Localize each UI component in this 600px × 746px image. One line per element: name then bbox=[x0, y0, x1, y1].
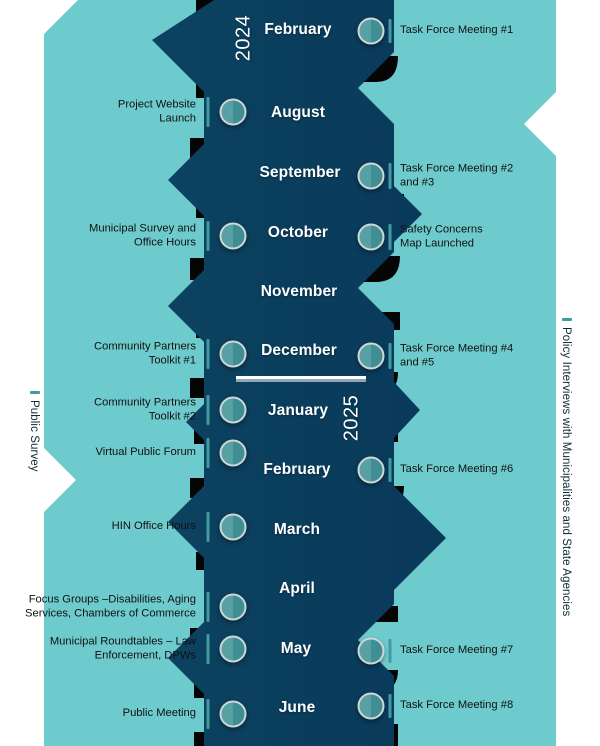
timeline-artwork bbox=[44, 0, 556, 746]
timeline-infographic: 2024 2025 Public Survey Policy Interview… bbox=[25, 0, 572, 746]
